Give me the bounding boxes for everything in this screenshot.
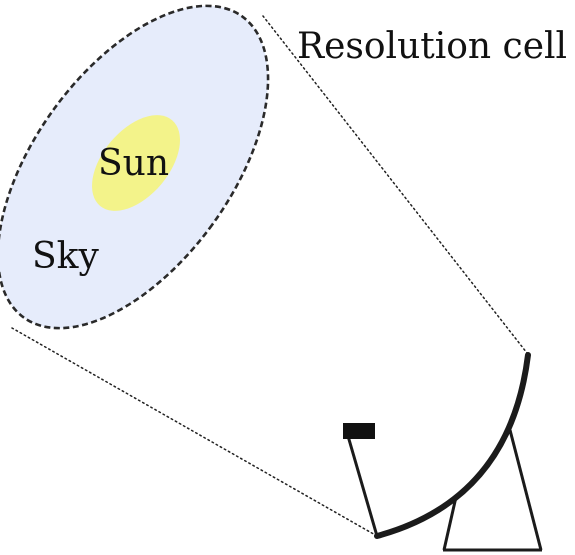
resolution-cell-label: Resolution cell [297,26,567,67]
beam-upper-edge [262,15,528,354]
sun-region [92,115,180,211]
sky-label: Sky [32,236,99,277]
sky-region [0,4,270,330]
parabolic-dish [374,352,531,539]
beam-lower-edge [11,327,378,537]
feed-support-arm [346,435,379,537]
sun-label: Sun [98,143,169,184]
antenna-stand [442,429,543,552]
feed-horn-icon [343,423,375,439]
